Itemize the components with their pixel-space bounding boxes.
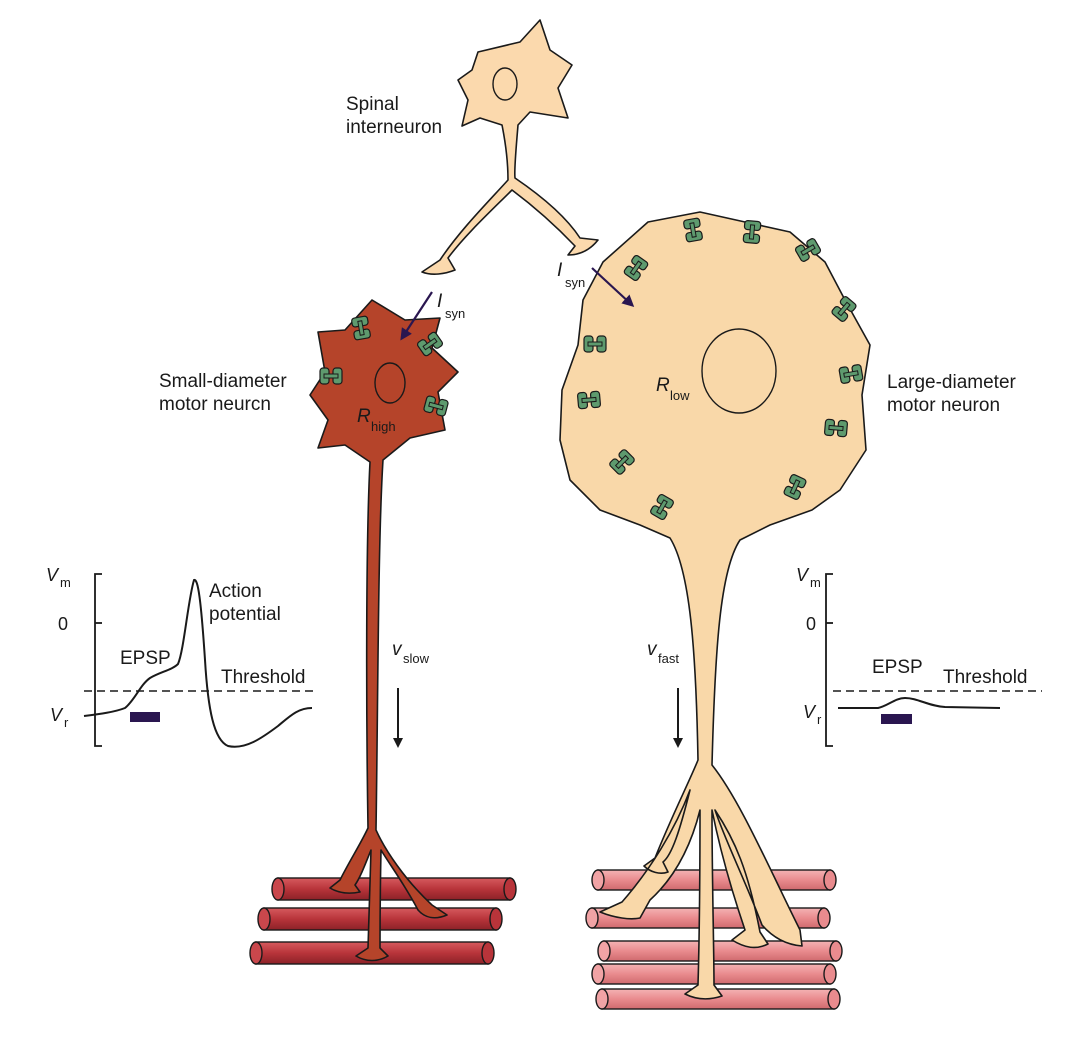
isyn-var: I [437, 291, 443, 312]
action-potential-label-1: Action [209, 581, 262, 602]
r-high-sub: high [371, 419, 396, 434]
small-neuron-label-2: motor neurcn [159, 394, 271, 415]
left-epsp-label: EPSP [120, 648, 171, 669]
right-threshold-label: Threshold [943, 667, 1028, 688]
isyn-arrow-large [591, 267, 635, 308]
isyn-sub: syn [445, 306, 465, 321]
right-vr-label: V r [803, 702, 822, 727]
muscle-fiber [591, 869, 837, 891]
spinal-interneuron [421, 19, 599, 275]
large-neuron-label-2: motor neuron [887, 395, 1000, 416]
small-neuron-nucleus [374, 362, 406, 404]
left-zero-label: 0 [58, 614, 68, 634]
action-potential-label-2: potential [209, 604, 281, 625]
large-neuron-nucleus [701, 328, 777, 414]
muscle-fiber [595, 988, 841, 1010]
vm-var: V [46, 565, 60, 585]
isyn-label-small: I syn [437, 291, 465, 321]
muscle-fiber [271, 877, 517, 901]
spinal-interneuron-label-1: Spinal [346, 94, 399, 115]
isyn-label-large: I syn [557, 260, 585, 290]
action-potential-trace [83, 579, 313, 748]
v-var: v [392, 639, 403, 660]
v-slow-sub: slow [403, 651, 430, 666]
isyn-var: I [557, 260, 563, 281]
spinal-interneuron-label-2: interneuron [346, 117, 442, 138]
isyn-sub: syn [565, 275, 585, 290]
vr-sub: r [817, 712, 822, 727]
isyn-arrow-small [400, 291, 433, 341]
left-membrane-potential-graph: V m 0 V r EPSP Action potential Threshol… [46, 565, 316, 748]
left-vr-label: V r [50, 705, 69, 730]
left-graph-axis [94, 573, 102, 747]
right-membrane-potential-graph: V m 0 V r EPSP Threshold [796, 565, 1042, 747]
left-threshold-label: Threshold [221, 667, 306, 688]
vr-sub: r [64, 715, 69, 730]
vm-var: V [796, 565, 810, 585]
right-epsp-label: EPSP [872, 657, 923, 678]
r-var: R [656, 375, 670, 396]
left-vm-label: V m [46, 565, 71, 590]
r-high-label: R high [357, 406, 396, 434]
r-low-label: R low [656, 375, 690, 403]
vr-var: V [50, 705, 64, 725]
interneuron-nucleus [492, 67, 518, 101]
v-fast-sub: fast [658, 651, 679, 666]
stimulus-bar [881, 714, 912, 724]
right-zero-label: 0 [806, 614, 816, 634]
v-slow-label: v slow [392, 639, 430, 666]
right-graph-axis [825, 573, 833, 747]
r-var: R [357, 406, 371, 427]
subthreshold-epsp-trace [838, 696, 1001, 709]
v-var: v [647, 639, 658, 660]
large-neuron-label-1: Large-diameter [887, 372, 1017, 393]
muscle-fiber [597, 940, 843, 962]
right-vm-label: V m [796, 565, 821, 590]
stimulus-bar [130, 712, 160, 722]
small-motor-neuron [309, 299, 459, 962]
r-low-sub: low [670, 388, 690, 403]
vm-sub: m [60, 575, 71, 590]
large-motor-neuron [559, 211, 871, 1000]
v-fast-label: v fast [647, 639, 679, 666]
vr-var: V [803, 702, 817, 722]
vm-sub: m [810, 575, 821, 590]
small-neuron-label-1: Small-diameter [159, 371, 287, 392]
